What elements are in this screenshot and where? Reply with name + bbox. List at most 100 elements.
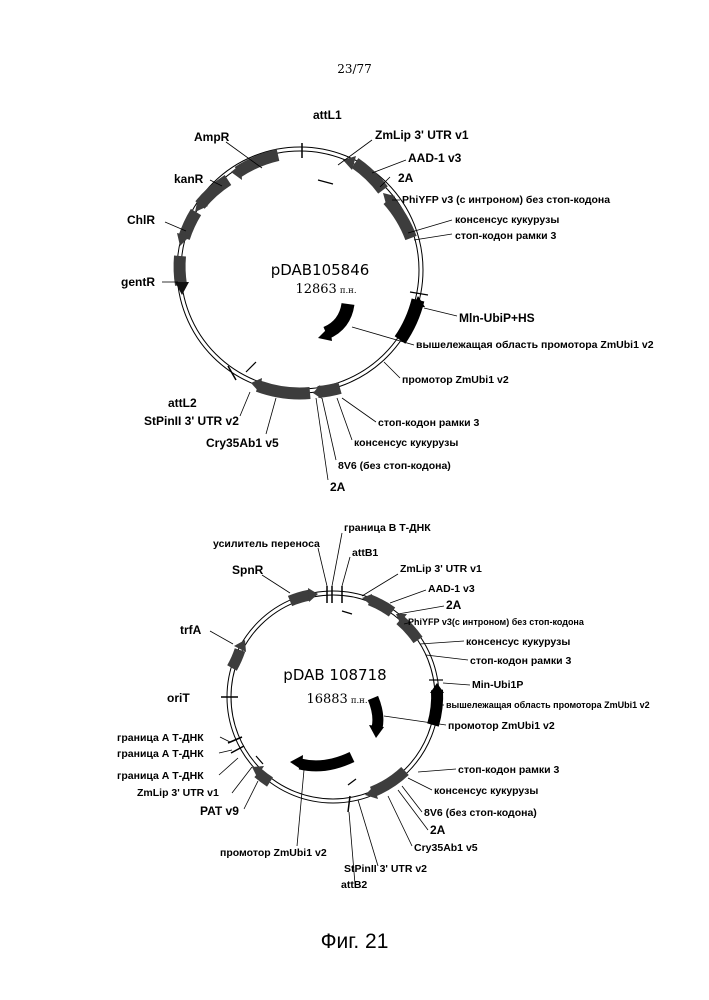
leader-aad1-2: [390, 590, 426, 603]
label-attL2: attL2: [168, 396, 197, 410]
label-phiyfp: PhiYFP v3 (с интроном) без стоп-кодона: [402, 194, 610, 206]
cry-2-feature: [372, 771, 405, 792]
label-zmlip: ZmLip 3' UTR v1: [375, 128, 469, 142]
leader-trfA: [210, 631, 233, 644]
pat-feature: [258, 773, 270, 782]
aad1-2-feature: [370, 600, 392, 612]
label-upstream: вышележащая область промотора ZmUbi1 v2: [416, 339, 654, 351]
tick-b: [410, 292, 428, 295]
plasmid-2-name: pDAB 108718: [283, 666, 386, 684]
plasmid-map-2: pDAB 108718 16883 п.н. усилитель переноса…: [117, 522, 650, 891]
label-attB1: attB1: [352, 547, 378, 559]
label-phiyfp-2: PhiYFP v3(с интроном) без стоп-кодона: [408, 617, 585, 627]
plasmid-1-size-line: 12863 п.н.: [295, 282, 356, 297]
tick-c: [246, 362, 256, 372]
attB2-tick: [348, 796, 350, 812]
label-stop-top-2: стоп-кодон рамки 3: [470, 655, 571, 667]
spnR-feature: [290, 595, 310, 601]
tick-a: [318, 180, 333, 184]
ampR-feature: [238, 155, 278, 172]
label-aad1: AAD-1 v3: [408, 151, 462, 165]
label-borderA3: граница А Т-ДНК: [117, 770, 204, 782]
leader-mln: [424, 308, 457, 316]
label-upstream-2: вышележащая область промотора ZmUbi1 v2: [446, 700, 650, 710]
tick-d: [342, 611, 352, 614]
plasmid-2-size: 16883: [306, 692, 347, 707]
label-chlR: ChlR: [127, 213, 155, 227]
kanR-feature: [200, 180, 228, 205]
label-stop-bottom: стоп-кодон рамки 3: [378, 417, 479, 429]
label-kanR: kanR: [174, 172, 204, 186]
leader-borderA1: [220, 737, 230, 742]
leader-consensus-bottom-2: [408, 778, 432, 790]
label-consensus-bottom-2: консенсус кукурузы: [434, 785, 538, 797]
leader-borderA2: [219, 750, 232, 753]
label-gentR: gentR: [121, 275, 155, 289]
leader-2a-top-2: [398, 606, 444, 614]
label-spnR: SpnR: [232, 563, 264, 577]
label-borderA1: граница А Т-ДНК: [117, 732, 204, 744]
label-zmlip-2: ZmLip 3' UTR v1: [400, 563, 482, 575]
8v6-feature: [318, 388, 340, 392]
promoter-left-inner-arrow: [300, 757, 352, 766]
label-mln: Mln-UbiP+HS: [459, 311, 535, 325]
leader-stop-top: [414, 234, 452, 240]
minubi-feature: [433, 690, 437, 725]
leader-stop-bottom: [342, 398, 376, 422]
plasmid-2-size-line: 16883 п.н.: [306, 692, 367, 707]
label-attB2: attB2: [341, 879, 367, 891]
label-2a-bottom-2: 2A: [430, 823, 446, 837]
plasmid-1-size: 12863: [295, 282, 336, 297]
label-stop-top: стоп-кодон рамки 3: [455, 230, 556, 242]
trfA-feature: [232, 650, 240, 668]
label-2a-top: 2A: [398, 171, 414, 185]
label-8v6-2: 8V6 (без стоп-кодона): [424, 807, 537, 819]
plasmid-map-1: pDAB105846 12863п.н. attL1 AmpR kanR Chl…: [121, 108, 654, 494]
label-borderA2: граница А Т-ДНК: [117, 748, 204, 760]
leader-attB1: [342, 557, 350, 586]
spnR-arrowhead: [308, 588, 318, 602]
label-trfA: trfA: [180, 623, 202, 637]
aad1-feature: [355, 163, 383, 190]
label-promoter: промотор ZmUbi1 v2: [402, 374, 509, 386]
promoter-inner-arrowhead-2: [369, 725, 384, 738]
label-stpinii-2: StPinII 3' UTR v2: [344, 863, 427, 875]
leader-stpinii: [240, 392, 250, 416]
label-stpinii: StPinII 3' UTR v2: [144, 414, 239, 428]
plasmid-2-size-unit: п.н.: [351, 696, 368, 706]
figure-caption: Фиг. 21: [0, 930, 709, 954]
leader-zmlip-left: [232, 767, 252, 793]
label-consensus-bottom: консенсус кукурузы: [354, 437, 458, 449]
label-enhancer: усилитель переноса: [213, 538, 320, 550]
minubi-arrowhead: [430, 683, 444, 693]
promoter-left-inner-arrowhead: [290, 755, 303, 770]
leader-zmlip: [338, 140, 372, 165]
leader-cry: [266, 398, 276, 434]
plasmid-1-size-unit: п.н.: [340, 286, 357, 296]
leader-enhancer: [318, 548, 327, 586]
gentR-arrowhead: [175, 282, 189, 295]
label-consensus-top-2: консенсус кукурузы: [466, 636, 570, 648]
leader-consensus-bottom: [337, 398, 352, 440]
leader-borderA3: [219, 758, 238, 775]
label-minubi: Min-Ubi1P: [472, 679, 523, 691]
leader-stpinii-2: [358, 800, 378, 866]
leader-spnR: [262, 575, 290, 593]
label-cry: Cry35Ab1 v5: [206, 436, 279, 450]
gentR-feature: [180, 256, 181, 285]
label-promoter-2: промотор ZmUbi1 v2: [448, 720, 555, 732]
leader-promoter: [384, 362, 400, 378]
tick-g: [256, 756, 263, 764]
label-borderB: граница В Т-ДНК: [344, 522, 431, 534]
leader-stop-bottom-2: [418, 769, 456, 772]
label-aad1-2: AAD-1 v3: [428, 583, 475, 595]
label-cry-2: Cry35Ab1 v5: [414, 842, 478, 854]
label-attL1: attL1: [313, 108, 342, 122]
plasmid-1-name: pDAB105846: [271, 261, 370, 279]
leader-borderB: [332, 533, 342, 586]
label-2a-top-2: 2A: [446, 598, 462, 612]
leader-minubi: [443, 683, 470, 685]
label-8v6: 8V6 (без стоп-кодона): [338, 460, 451, 472]
